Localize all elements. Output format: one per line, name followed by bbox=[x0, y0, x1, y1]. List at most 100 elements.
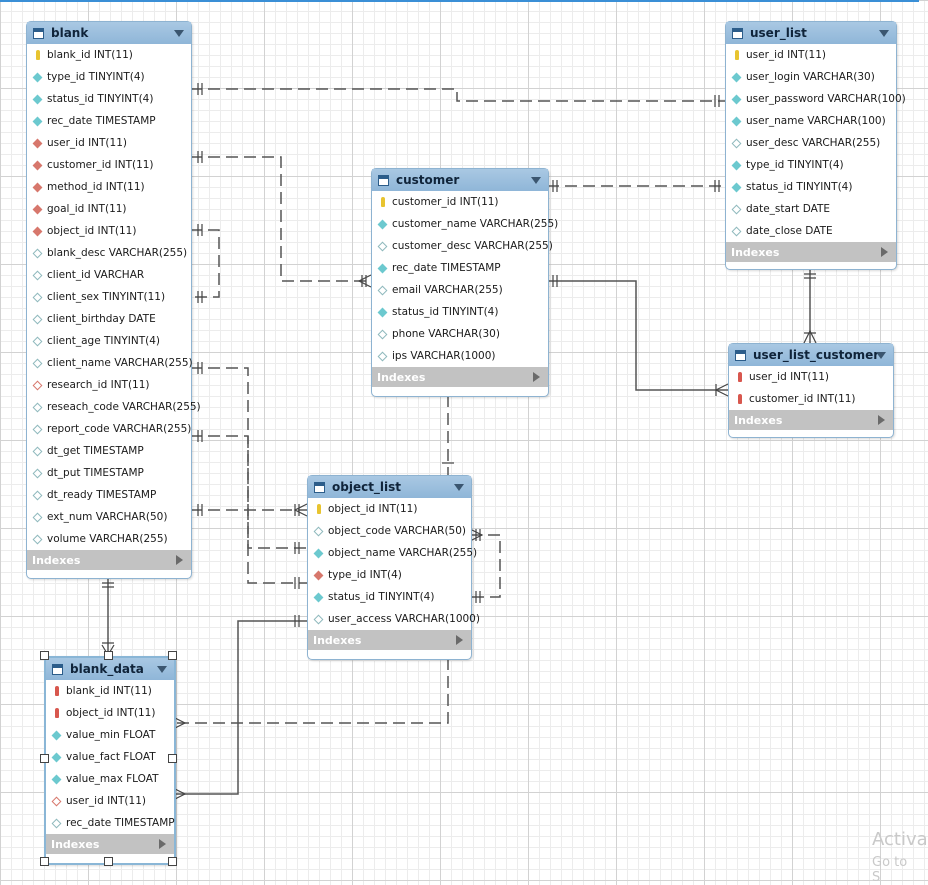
rel-blank-customer[interactable] bbox=[190, 156, 371, 282]
column-row[interactable]: blank_desc VARCHAR(255) bbox=[27, 242, 191, 264]
indexes-bar[interactable]: Indexes bbox=[308, 630, 471, 650]
table-header[interactable]: blank bbox=[27, 22, 191, 44]
column-row[interactable]: customer_desc VARCHAR(255) bbox=[372, 235, 553, 257]
column-row[interactable]: status_id TINYINT(4) bbox=[27, 88, 191, 110]
resize-handle-top-middle[interactable] bbox=[104, 651, 113, 660]
expand-arrow-icon[interactable] bbox=[159, 839, 166, 849]
column-row[interactable]: ext_num VARCHAR(50) bbox=[27, 506, 191, 528]
resize-handle-top-left[interactable] bbox=[40, 651, 49, 660]
collapse-arrow-icon[interactable] bbox=[454, 484, 464, 491]
column-row[interactable]: object_id INT(11) bbox=[46, 702, 174, 724]
column-row[interactable]: rec_date TIMESTAMP bbox=[46, 812, 175, 834]
column-row[interactable]: type_id TINYINT(4) bbox=[726, 154, 896, 176]
collapse-arrow-icon[interactable] bbox=[879, 30, 889, 37]
column-row[interactable]: user_id INT(11) bbox=[726, 44, 896, 66]
column-row[interactable]: user_name VARCHAR(100) bbox=[726, 110, 896, 132]
indexes-bar[interactable]: Indexes bbox=[729, 410, 893, 430]
column-row[interactable]: report_code VARCHAR(255) bbox=[27, 418, 191, 440]
column-row[interactable]: object_id INT(11) bbox=[27, 220, 191, 242]
collapse-arrow-icon[interactable] bbox=[174, 30, 184, 37]
column-row[interactable]: status_id TINYINT(4) bbox=[372, 301, 548, 323]
table-blank-data[interactable]: blank_data blank_id INT(11)object_id INT… bbox=[44, 656, 176, 865]
collapse-arrow-icon[interactable] bbox=[157, 666, 167, 673]
table-header[interactable]: blank_data bbox=[46, 658, 174, 680]
column-row[interactable]: customer_id INT(11) bbox=[27, 154, 191, 176]
resize-handle-middle-right[interactable] bbox=[168, 754, 177, 763]
resize-handle-top-right[interactable] bbox=[168, 651, 177, 660]
rel-user-blank-data[interactable] bbox=[173, 620, 307, 795]
column-row[interactable]: value_fact FLOAT bbox=[46, 746, 174, 768]
rel-object-list-blank-data[interactable] bbox=[173, 658, 449, 724]
indexes-bar[interactable]: Indexes bbox=[372, 367, 548, 387]
column-row[interactable]: object_id INT(11) bbox=[308, 498, 471, 520]
column-row[interactable]: user_id INT(11) bbox=[729, 366, 893, 388]
column-row[interactable]: user_access VARCHAR(1000) bbox=[308, 608, 480, 630]
rel-object-list-self[interactable] bbox=[470, 534, 501, 598]
column-row[interactable]: type_id INT(4) bbox=[308, 564, 471, 586]
column-row[interactable]: rec_date TIMESTAMP bbox=[372, 257, 548, 279]
column-row[interactable]: method_id INT(11) bbox=[27, 176, 191, 198]
column-row[interactable]: dt_get TIMESTAMP bbox=[27, 440, 191, 462]
resize-handle-middle-left[interactable] bbox=[40, 754, 49, 763]
column-row[interactable]: client_id VARCHAR bbox=[27, 264, 191, 286]
table-user-list-customer[interactable]: user_list_customer user_id INT(11)custom… bbox=[728, 343, 894, 438]
expand-arrow-icon[interactable] bbox=[456, 635, 463, 645]
column-row[interactable]: user_id INT(11) bbox=[27, 132, 191, 154]
column-row[interactable]: volume VARCHAR(255) bbox=[27, 528, 191, 550]
expand-arrow-icon[interactable] bbox=[881, 247, 888, 257]
column-row[interactable]: blank_id INT(11) bbox=[46, 680, 174, 702]
column-row[interactable]: value_max FLOAT bbox=[46, 768, 174, 790]
column-row[interactable]: client_birthday DATE bbox=[27, 308, 191, 330]
column-row[interactable]: client_name VARCHAR(255) bbox=[27, 352, 193, 374]
column-row[interactable]: reseach_code VARCHAR(255) bbox=[27, 396, 201, 418]
column-row[interactable]: client_sex TINYINT(11) bbox=[27, 286, 191, 308]
rel-blank-object-list-2[interactable] bbox=[190, 435, 307, 549]
column-row[interactable]: email VARCHAR(255) bbox=[372, 279, 548, 301]
column-row[interactable]: phone VARCHAR(30) bbox=[372, 323, 548, 345]
column-row[interactable]: goal_id INT(11) bbox=[27, 198, 191, 220]
column-row[interactable]: value_min FLOAT bbox=[46, 724, 174, 746]
resize-handle-bottom-left[interactable] bbox=[40, 857, 49, 866]
column-row[interactable]: date_close DATE bbox=[726, 220, 896, 242]
column-row[interactable]: user_id INT(11) bbox=[46, 790, 174, 812]
table-header[interactable]: user_list_customer bbox=[729, 344, 893, 366]
table-blank[interactable]: blank blank_id INT(11)type_id TINYINT(4)… bbox=[26, 21, 201, 579]
column-row[interactable]: dt_ready TIMESTAMP bbox=[27, 484, 191, 506]
column-row[interactable]: user_login VARCHAR(30) bbox=[726, 66, 896, 88]
table-object-list[interactable]: object_list object_id INT(11)object_code… bbox=[307, 475, 480, 660]
column-row[interactable]: user_password VARCHAR(100) bbox=[726, 88, 906, 110]
rel-blank-user-list[interactable] bbox=[190, 88, 725, 102]
expand-arrow-icon[interactable] bbox=[533, 372, 540, 382]
column-row[interactable]: ips VARCHAR(1000) bbox=[372, 345, 548, 367]
column-row[interactable]: customer_id INT(11) bbox=[372, 191, 548, 213]
indexes-bar[interactable]: Indexes bbox=[46, 834, 174, 854]
table-customer[interactable]: customer customer_id INT(11)customer_nam… bbox=[371, 168, 558, 397]
column-row[interactable]: object_name VARCHAR(255) bbox=[308, 542, 477, 564]
rel-customer-user-list-customer[interactable] bbox=[547, 280, 728, 391]
column-row[interactable]: dt_put TIMESTAMP bbox=[27, 462, 191, 484]
column-row[interactable]: user_desc VARCHAR(255) bbox=[726, 132, 896, 154]
collapse-arrow-icon[interactable] bbox=[531, 177, 541, 184]
table-header[interactable]: object_list bbox=[308, 476, 471, 498]
resize-handle-bottom-right[interactable] bbox=[168, 857, 177, 866]
column-row[interactable]: customer_name VARCHAR(255) bbox=[372, 213, 558, 235]
column-row[interactable]: client_age TINYINT(4) bbox=[27, 330, 191, 352]
column-row[interactable]: object_code VARCHAR(50) bbox=[308, 520, 471, 542]
collapse-arrow-icon[interactable] bbox=[876, 352, 886, 359]
column-row[interactable]: rec_date TIMESTAMP bbox=[27, 110, 191, 132]
column-row[interactable]: type_id TINYINT(4) bbox=[27, 66, 191, 88]
indexes-bar[interactable]: Indexes bbox=[27, 550, 191, 570]
column-row[interactable]: status_id TINYINT(4) bbox=[308, 586, 471, 608]
table-header[interactable]: customer bbox=[372, 169, 548, 191]
resize-handle-bottom-middle[interactable] bbox=[104, 857, 113, 866]
column-row[interactable]: research_id INT(11) bbox=[27, 374, 191, 396]
column-row[interactable]: date_start DATE bbox=[726, 198, 896, 220]
table-user-list[interactable]: user_list user_id INT(11)user_login VARC… bbox=[725, 21, 906, 270]
column-row[interactable]: customer_id INT(11) bbox=[729, 388, 893, 410]
column-row[interactable]: status_id TINYINT(4) bbox=[726, 176, 896, 198]
table-header[interactable]: user_list bbox=[726, 22, 896, 44]
column-row[interactable]: blank_id INT(11) bbox=[27, 44, 191, 66]
expand-arrow-icon[interactable] bbox=[878, 415, 885, 425]
expand-arrow-icon[interactable] bbox=[176, 555, 183, 565]
indexes-bar[interactable]: Indexes bbox=[726, 242, 896, 262]
